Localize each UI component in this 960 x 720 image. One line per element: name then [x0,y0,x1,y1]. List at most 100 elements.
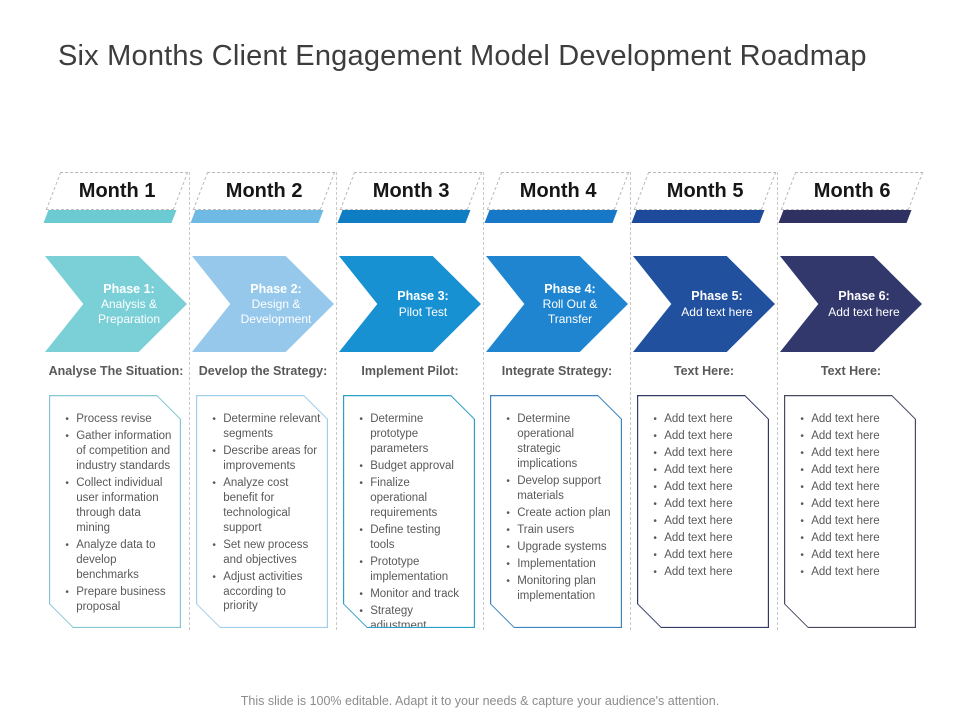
month-label: Month 1 [78,179,156,202]
bullet-box-inner: •Determine prototype parameters •Budget a… [344,396,474,627]
bullet-box[interactable]: •Determine prototype parameters •Budget a… [343,395,475,628]
phase-title: Phase 6: [838,289,890,304]
bullet-item: •Add text here [800,481,880,494]
phase-arrow[interactable]: Phase 3: Pilot Test [339,256,481,352]
roadmap-board: Month 1 Phase 1: Analysis & Preparation … [43,172,924,630]
footer-note: This slide is 100% editable. Adapt it to… [240,694,720,708]
column-separator [483,172,484,630]
month-header[interactable]: Month 6 [780,172,924,210]
bullet-item: •Add text here [653,532,733,545]
bullet-item: •Adjust activities according to priority [212,570,303,613]
month-accent-bar [778,210,912,223]
bullet-item: •Develop support materials [506,474,601,502]
phase-arrow[interactable]: Phase 2: Design & Development [192,256,334,352]
month-column-4: Month 4 Phase 4: Roll Out & Transfer Int… [484,172,630,630]
bullet-item: •Add text here [800,549,880,562]
column-subtitle: Integrate Strategy: [501,364,613,378]
page-title: Six Months Client Engagement Model Devel… [58,40,867,72]
bullet-item: •Monitor and track [359,587,460,600]
bullet-box[interactable]: •Determine relevant segments •Describe ar… [196,395,328,628]
phase-arrow[interactable]: Phase 6: Add text here [780,256,922,352]
bullet-item: •Add text here [653,413,733,426]
bullet-item: •Collect individual user information thr… [65,477,163,534]
column-subtitle: Analyse The Situation: [48,364,184,378]
bullet-item: •Add text here [653,430,733,443]
phase-arrow[interactable]: Phase 4: Roll Out & Transfer [486,256,628,352]
month-header[interactable]: Month 3 [339,172,483,210]
bullet-box-inner: •Determine operational strategic implica… [491,396,621,627]
bullet-item: •Determine prototype parameters [359,413,429,456]
bullet-box-inner: •Add text here •Add text here •Add text he… [785,396,915,627]
bullet-list: •Determine prototype parameters •Budget a… [352,412,468,650]
month-header[interactable]: Month 5 [633,172,777,210]
column-subtitle: Text Here: [673,364,735,378]
bullet-item: •Determine operational strategic implica… [506,413,578,470]
bullet-item: •Finalize operational requirements [359,477,438,519]
phase-subtitle: Design & Development [240,297,312,327]
phase-subtitle: Add text here [828,304,900,319]
bullet-list: •Add text here •Add text here •Add text he… [793,412,909,580]
bullet-item: •Analyze data to develop benchmarks [65,538,156,581]
phase-subtitle: Analysis & Preparation [97,297,161,327]
bullet-item: •Implementation [506,557,596,570]
month-label: Month 2 [225,179,303,202]
bullet-item: •Train users [506,523,575,536]
column-subtitle: Implement Pilot: [361,364,459,378]
phase-arrow[interactable]: Phase 1: Analysis & Preparation [45,256,187,352]
month-header[interactable]: Month 1 [45,172,189,210]
column-subtitle: Develop the Strategy: [198,364,328,378]
bullet-item: •Add text here [800,566,880,579]
bullet-item: •Add text here [800,430,880,443]
column-separator [630,172,631,630]
month-column-2: Month 2 Phase 2: Design & Development De… [190,172,336,630]
bullet-box-inner: •Determine relevant segments •Describe ar… [197,396,327,627]
bullet-item: •Add text here [800,498,880,511]
month-label: Month 6 [813,179,891,202]
month-accent-bar [631,210,765,223]
bullet-item: •Add text here [800,532,880,545]
phase-title: Phase 5: [691,289,743,304]
phase-subtitle: Roll Out & Transfer [542,297,598,327]
month-column-3: Month 3 Phase 3: Pilot Test Implement Pi… [337,172,483,630]
bullet-item: •Add text here [653,481,733,494]
column-separator [336,172,337,630]
phase-title: Phase 2: [250,281,302,296]
bullet-item: •Prototype implementation [359,555,449,583]
phase-subtitle: Pilot Test [398,304,448,319]
bullet-item: •Describe areas for improvements [212,445,318,472]
month-column-5: Month 5 Phase 5: Add text here Text Here… [631,172,777,630]
phase-subtitle: Add text here [681,304,753,319]
bullet-list: •Process revise •Gather information of co… [58,412,174,614]
bullet-list: •Add text here •Add text here •Add text he… [646,412,762,580]
bullet-item: •Add text here [800,447,880,460]
bullet-box[interactable]: •Add text here •Add text here •Add text he… [784,395,916,628]
month-label: Month 4 [519,179,597,202]
phase-title: Phase 3: [397,289,449,304]
month-column-1: Month 1 Phase 1: Analysis & Preparation … [43,172,189,630]
month-header[interactable]: Month 2 [192,172,336,210]
phase-title: Phase 1: [103,281,155,296]
bullet-item: •Gather information of competition and i… [65,430,172,473]
bullet-box[interactable]: •Add text here •Add text here •Add text he… [637,395,769,628]
bullet-item: •Strategy adjustment [359,604,427,632]
phase-arrow[interactable]: Phase 5: Add text here [633,256,775,352]
bullet-item: •Upgrade systems [506,540,607,553]
bullet-item: •Add text here [800,515,880,528]
bullet-item: •Set new process and objectives [212,538,309,566]
bullet-item: •Determine relevant segments [212,413,321,441]
bullet-item: •Add text here [800,413,880,426]
bullet-item: •Add text here [653,549,733,562]
month-header[interactable]: Month 4 [486,172,630,210]
bullet-item: •Add text here [653,464,733,477]
bullet-item: •Process revise [65,413,152,426]
bullet-item: •Conclusions [359,636,433,649]
column-separator [777,172,778,630]
bullet-item: •Add text here [653,498,733,511]
bullet-box[interactable]: •Process revise •Gather information of co… [49,395,181,628]
bullet-item: •Add text here [800,464,880,477]
bullet-item: •Monitoring plan implementation [506,574,596,602]
bullet-item: •Budget approval [359,460,454,472]
bullet-item: •Prepare business proposal [65,585,166,613]
bullet-box[interactable]: •Determine operational strategic implica… [490,395,622,628]
month-accent-bar [190,210,324,223]
